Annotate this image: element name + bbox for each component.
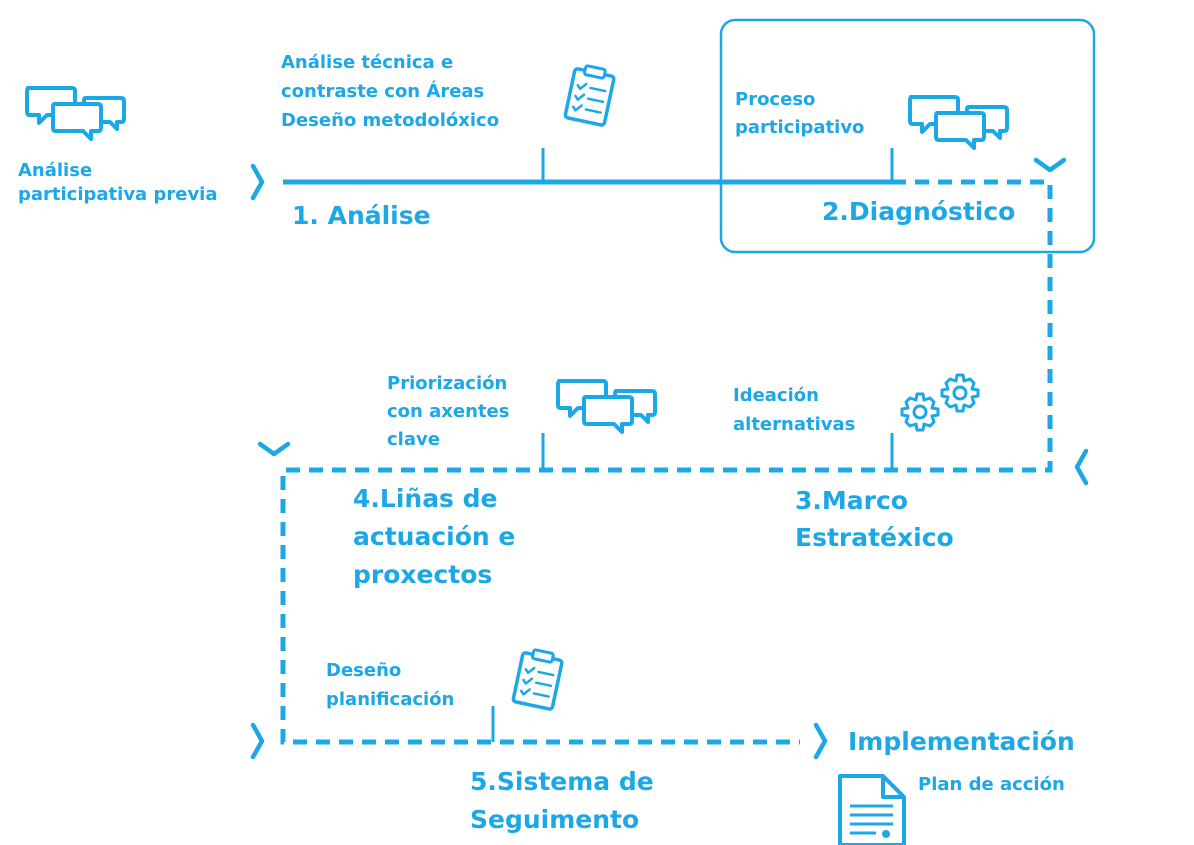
step-implementacion-title: Implementación bbox=[848, 727, 1075, 756]
step-linas-title: 4.Liñas de actuación e proxectos bbox=[353, 484, 516, 589]
diagnostico-box bbox=[719, 18, 1096, 254]
chevron-left-icon bbox=[1074, 448, 1089, 486]
label-plan-accion: Plan de acción bbox=[918, 774, 1065, 795]
chevron-down-icon bbox=[257, 441, 291, 457]
label-proceso-participativo: Proceso participativo bbox=[735, 89, 865, 138]
gears-icon bbox=[900, 373, 980, 432]
label-priorizacion: Priorización con axentes clave bbox=[387, 373, 510, 450]
step-marco-title: 3.Marco Estratéxico bbox=[795, 486, 954, 552]
document-icon bbox=[838, 774, 906, 845]
speech-bubbles-icon bbox=[556, 379, 657, 434]
step-analise-title: 1. Análise bbox=[292, 201, 431, 230]
label-analise-tecnica: Análise técnica e contraste con Áreas De… bbox=[281, 52, 500, 131]
clipboard-checklist-icon bbox=[511, 645, 566, 712]
speech-bubbles-icon bbox=[25, 86, 126, 141]
chevron-right-icon bbox=[250, 163, 265, 201]
chevron-right-icon bbox=[250, 722, 265, 760]
chevron-right-icon bbox=[813, 722, 828, 760]
step-diagnostico-title: 2.Diagnóstico bbox=[822, 197, 1016, 226]
label-deseno-planificacion: Deseño planificación bbox=[326, 660, 455, 710]
diagnostico-dashed-line bbox=[280, 179, 1053, 745]
step-seguimento-title: 5.Sistema de Seguimento bbox=[470, 767, 654, 834]
clipboard-checklist-icon bbox=[563, 61, 618, 128]
chevron-down-icon bbox=[1033, 157, 1067, 173]
label-ideacion: Ideación alternativas bbox=[733, 385, 856, 435]
speech-bubbles-icon bbox=[908, 95, 1009, 150]
label-analise-previa: Análise participativa previa bbox=[18, 160, 218, 205]
